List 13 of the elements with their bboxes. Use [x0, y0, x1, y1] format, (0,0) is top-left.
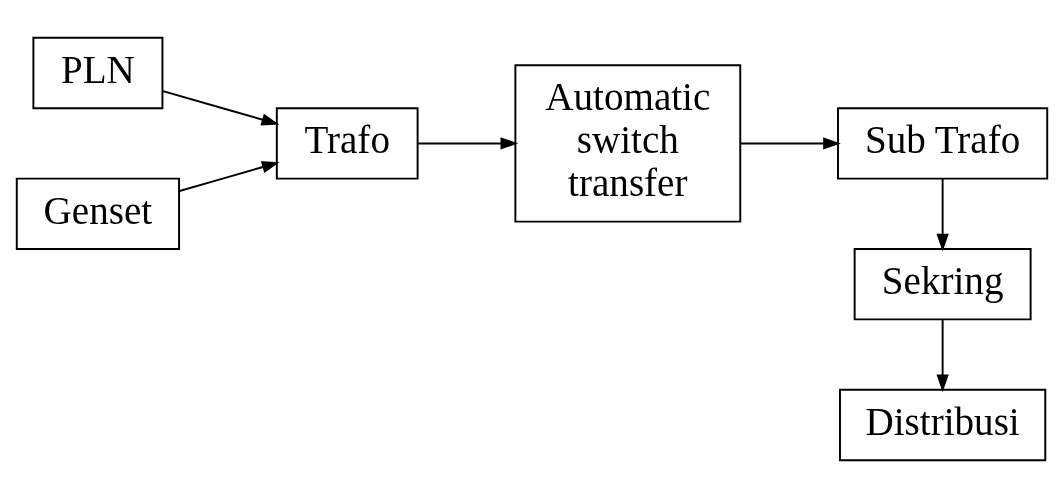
arrow: [936, 177, 949, 252]
node-box: Trafo: [275, 107, 419, 180]
node-box: Sub Trafo: [837, 107, 1049, 180]
arrow: [936, 318, 949, 393]
node-box: Genset: [15, 177, 181, 250]
arrow: [739, 137, 841, 150]
arrow: [162, 90, 280, 126]
node-box: Distribusi: [839, 388, 1047, 462]
arrow: [417, 137, 519, 150]
node-box: Sekring: [853, 248, 1032, 321]
node-box: Automatic switch transfer: [514, 64, 742, 223]
node-box: PLN: [32, 36, 164, 110]
arrow: [178, 161, 280, 192]
